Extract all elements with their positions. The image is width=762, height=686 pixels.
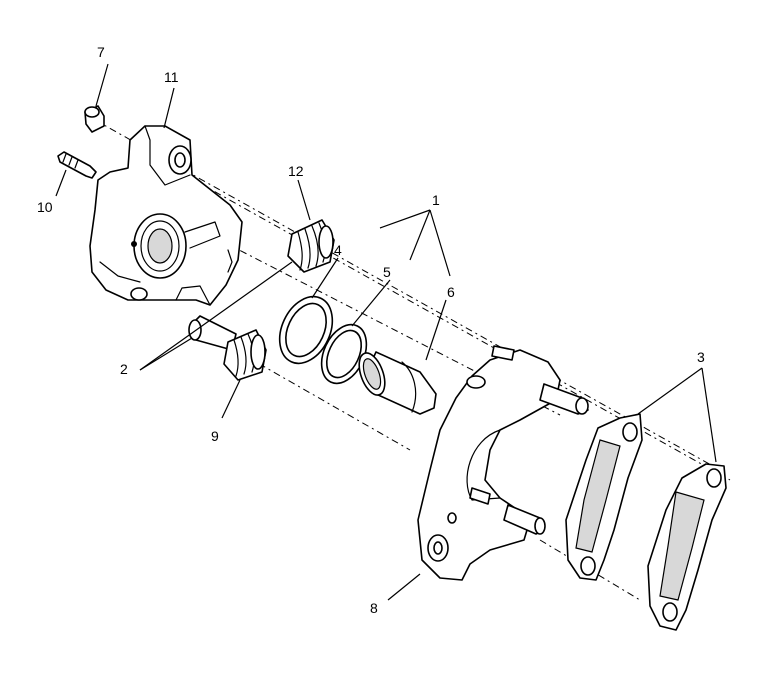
- leader-lines: [55, 63, 717, 601]
- centerline-upper: [94, 119, 721, 471]
- part-dust-seal: [320, 323, 368, 385]
- part-bleeder-screw: [57, 151, 97, 179]
- callout-8: 8: [370, 600, 378, 616]
- callout-3: 3: [697, 349, 705, 365]
- callout-4: 4: [334, 242, 342, 258]
- centerline-pad-lower: [539, 539, 641, 601]
- centerline-pin-upper: [184, 174, 731, 481]
- callout-5: 5: [383, 264, 391, 280]
- part-lower-boot: [223, 329, 267, 381]
- part-brake-pad-front: [647, 463, 727, 631]
- callout-12: 12: [288, 163, 304, 179]
- callout-11: 11: [164, 69, 179, 85]
- callout-9: 9: [211, 428, 219, 444]
- callout-10: 10: [37, 199, 53, 215]
- part-cap: [84, 105, 105, 133]
- part-mounting-bracket: [417, 345, 589, 581]
- callout-2: 2: [120, 361, 128, 377]
- part-caliper-body: [89, 125, 243, 306]
- part-upper-boot: [287, 219, 335, 273]
- callout-6: 6: [447, 284, 455, 300]
- part-piston: [358, 351, 437, 415]
- part-piston-seal: [278, 295, 334, 365]
- callout-1: 1: [432, 192, 440, 208]
- callout-labels: 7 11 10 12 1 4 5 6 2 9 3 8: [37, 44, 705, 616]
- part-brake-pad-rear: [565, 413, 643, 581]
- callout-7: 7: [97, 44, 105, 60]
